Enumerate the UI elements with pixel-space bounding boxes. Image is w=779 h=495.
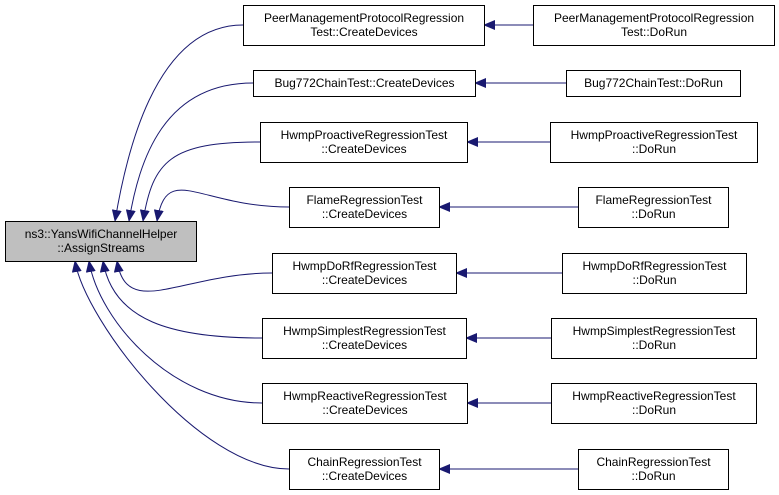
node-box xyxy=(551,318,757,359)
node-box xyxy=(533,5,775,46)
function-node-m5[interactable]: HwmpDoRfRegressionTest::CreateDevices xyxy=(272,253,457,294)
node-label-line: ns3::YansWifiChannelHelper xyxy=(25,227,178,241)
node-box xyxy=(562,253,747,294)
function-node-r2[interactable]: Bug772ChainTest::DoRun xyxy=(566,70,741,97)
call-edge-m8-to-root xyxy=(71,260,290,470)
node-box xyxy=(578,449,729,490)
node-box xyxy=(262,383,468,424)
node-label-line: Test::CreateDevices xyxy=(310,25,417,39)
node-label-line: PeerManagementProtocolRegression xyxy=(554,11,754,25)
node-label-line: HwmpProactiveRegressionTest xyxy=(281,128,448,142)
node-label-line: ::CreateDevices xyxy=(322,403,407,417)
node-label-line: HwmpSimplestRegressionTest xyxy=(283,324,446,338)
node-box xyxy=(551,383,757,424)
call-edge-m4-to-root xyxy=(153,189,290,222)
function-node-m1[interactable]: PeerManagementProtocolRegressionTest::Cr… xyxy=(243,5,485,46)
node-label-line: ::DoRun xyxy=(631,207,675,221)
function-node-r6[interactable]: HwmpSimplestRegressionTest::DoRun xyxy=(551,318,757,359)
node-box xyxy=(262,318,467,359)
node-label-line: HwmpReactiveRegressionTest xyxy=(283,389,447,403)
node-box xyxy=(243,5,485,46)
function-node-m4[interactable]: FlameRegressionTest::CreateDevices xyxy=(289,187,440,228)
node-label-line: HwmpDoRfRegressionTest xyxy=(292,259,437,273)
node-label-line: FlameRegressionTest xyxy=(306,193,423,207)
function-node-m7[interactable]: HwmpReactiveRegressionTest::CreateDevice… xyxy=(262,383,468,424)
node-label-line: ::CreateDevices xyxy=(322,207,407,221)
function-node-r5[interactable]: HwmpDoRfRegressionTest::DoRun xyxy=(562,253,747,294)
node-label-line: PeerManagementProtocolRegression xyxy=(264,11,464,25)
root-function-node[interactable]: ns3::YansWifiChannelHelper::AssignStream… xyxy=(5,221,197,262)
call-edge-m3-to-root xyxy=(139,141,261,222)
node-box xyxy=(5,221,197,262)
node-box xyxy=(289,449,440,490)
function-node-m3[interactable]: HwmpProactiveRegressionTest::CreateDevic… xyxy=(260,122,468,163)
node-label-line: ChainRegressionTest xyxy=(307,455,422,469)
node-box xyxy=(253,70,476,97)
node-label-line: ::DoRun xyxy=(632,273,676,287)
call-edge-m1-to-root xyxy=(111,24,244,222)
node-label-line: ::DoRun xyxy=(632,403,676,417)
node-box xyxy=(566,70,741,97)
call-edge-m6-to-root xyxy=(99,260,263,339)
function-node-r1[interactable]: PeerManagementProtocolRegressionTest::Do… xyxy=(533,5,775,46)
function-node-r8[interactable]: ChainRegressionTest::DoRun xyxy=(578,449,729,490)
call-edge-m7-to-root xyxy=(85,260,263,404)
function-node-r4[interactable]: FlameRegressionTest::DoRun xyxy=(578,187,729,228)
node-label-line: ::CreateDevices xyxy=(322,469,407,483)
node-label-line: ::CreateDevices xyxy=(322,338,407,352)
function-node-m2[interactable]: Bug772ChainTest::CreateDevices xyxy=(253,70,476,97)
node-label-line: Test::DoRun xyxy=(621,25,687,39)
node-box xyxy=(260,122,468,163)
node-box xyxy=(289,187,440,228)
nodes-layer: ns3::YansWifiChannelHelper::AssignStream… xyxy=(5,5,775,490)
node-label-line: ::DoRun xyxy=(631,469,675,483)
node-label-line: ::CreateDevices xyxy=(322,273,407,287)
call-edge-m2-to-root xyxy=(125,82,254,222)
node-label-line: ::DoRun xyxy=(632,338,676,352)
node-label-line: ChainRegressionTest xyxy=(596,455,711,469)
function-node-m6[interactable]: HwmpSimplestRegressionTest::CreateDevice… xyxy=(262,318,467,359)
node-label-line: Bug772ChainTest::CreateDevices xyxy=(274,76,454,90)
node-label-line: HwmpReactiveRegressionTest xyxy=(572,389,736,403)
node-label-line: ::DoRun xyxy=(632,142,676,156)
node-label-line: ::CreateDevices xyxy=(321,142,406,156)
node-label-line: HwmpSimplestRegressionTest xyxy=(573,324,736,338)
node-box xyxy=(550,122,758,163)
node-label-line: ::AssignStreams xyxy=(57,241,144,255)
node-label-line: Bug772ChainTest::DoRun xyxy=(584,76,723,90)
function-node-r7[interactable]: HwmpReactiveRegressionTest::DoRun xyxy=(551,383,757,424)
node-label-line: FlameRegressionTest xyxy=(595,193,712,207)
function-node-m8[interactable]: ChainRegressionTest::CreateDevices xyxy=(289,449,440,490)
edges-layer xyxy=(71,20,578,474)
node-label-line: HwmpDoRfRegressionTest xyxy=(582,259,727,273)
node-box xyxy=(272,253,457,294)
call-edge-m5-to-root xyxy=(113,260,273,292)
function-node-r3[interactable]: HwmpProactiveRegressionTest::DoRun xyxy=(550,122,758,163)
node-box xyxy=(578,187,729,228)
node-label-line: HwmpProactiveRegressionTest xyxy=(571,128,738,142)
